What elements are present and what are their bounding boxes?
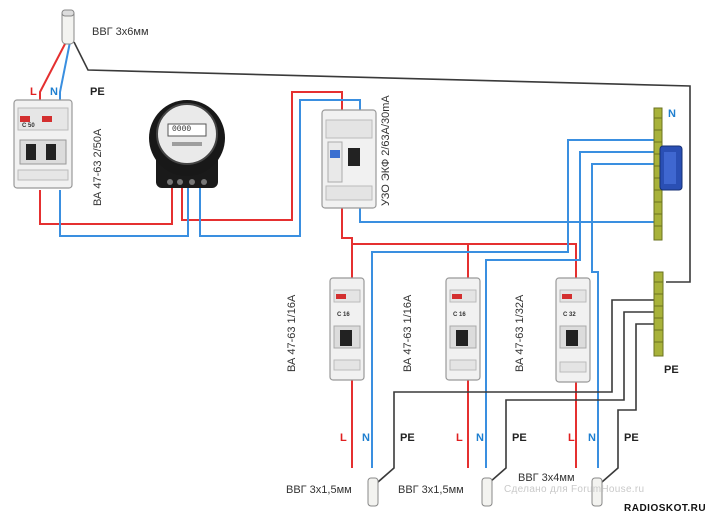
earth-busbar (653, 271, 664, 357)
breaker-1-label: ВА 47-63 1/16А (286, 294, 298, 372)
input-n-label: N (50, 86, 58, 98)
meter-display: 0000 (172, 125, 192, 134)
breaker-2-label: ВА 47-63 1/16А (402, 294, 414, 372)
n-bus-label: N (668, 108, 676, 120)
breaker-1 (329, 277, 365, 381)
input-l-label: L (30, 86, 37, 98)
branch-2-n-label: N (476, 432, 484, 444)
pe-bus-label: PE (664, 364, 679, 376)
output-cable-3 (591, 477, 603, 507)
breaker-2 (445, 277, 481, 381)
breaker-3-label: ВА 47-63 1/32А (514, 294, 526, 372)
cable-3-label: ВВГ 3х4мм (518, 472, 575, 484)
rcd-label: УЗО ЭКФ 2/63А/30mA (380, 95, 392, 206)
main-breaker-label: ВА 47-63 2/50А (92, 128, 104, 206)
branch-1-l-label: L (340, 432, 347, 444)
input-pe-label: PE (90, 86, 105, 98)
neutral-busbar (653, 107, 683, 241)
watermark: Сделано для ForumHouse.ru (504, 484, 645, 495)
branch-3-n-label: N (588, 432, 596, 444)
site-label: RADIOSKOT.RU (624, 503, 707, 514)
breaker-3-rating: C 32 (563, 312, 576, 318)
main-breaker (13, 99, 73, 189)
electricity-meter (149, 100, 225, 188)
input-cable (61, 9, 75, 45)
branch-3-l-label: L (568, 432, 575, 444)
main-breaker-rating: C 50 (22, 123, 35, 129)
cable-2-label: ВВГ 3х1,5мм (398, 484, 464, 496)
branch-1-n-label: N (362, 432, 370, 444)
breaker-1-rating: C 16 (337, 312, 350, 318)
breaker-3 (555, 277, 591, 383)
branch-1-pe-label: PE (400, 432, 415, 444)
input-cable-label: ВВГ 3х6мм (92, 26, 149, 38)
branch-3-pe-label: PE (624, 432, 639, 444)
output-cable-1 (367, 477, 379, 507)
phase-wires (39, 41, 577, 468)
branch-2-pe-label: PE (512, 432, 527, 444)
neutral-wires (59, 41, 660, 468)
output-cable-2 (481, 477, 493, 507)
breaker-2-rating: C 16 (453, 312, 466, 318)
branch-2-l-label: L (456, 432, 463, 444)
earth-wires (73, 41, 691, 483)
rcd-device (321, 109, 377, 209)
cable-1-label: ВВГ 3х1,5мм (286, 484, 352, 496)
